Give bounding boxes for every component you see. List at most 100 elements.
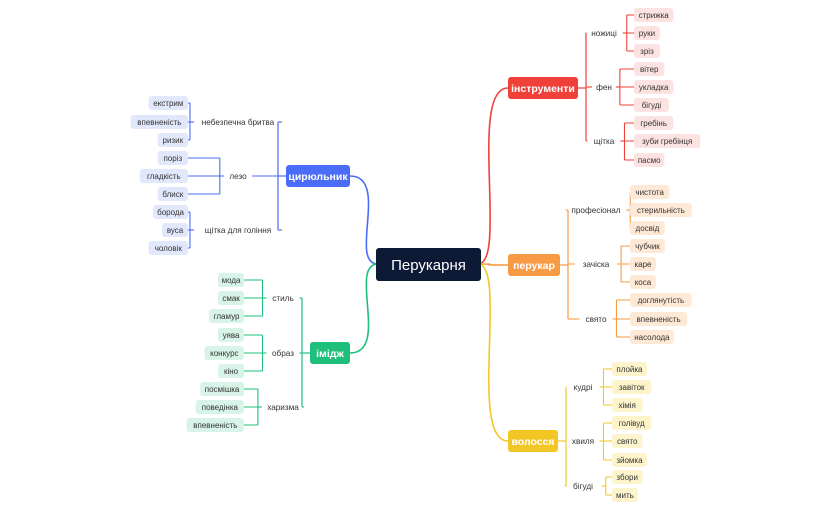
leaf-node-instruments[interactable]: укладка [634,80,674,94]
leaf-node-instruments[interactable]: руки [634,26,660,40]
leaf-node-barber-label: блиск [162,190,183,199]
leaf-node-hairdresser[interactable]: доглянутість [630,293,692,307]
leaf-node-hair[interactable]: збори [612,470,643,484]
leaf-node-barber[interactable]: гладкість [139,169,188,183]
branch-label: інструменти [511,83,575,95]
leaf-node-hair[interactable]: хімія [612,398,643,412]
leaf-node-image[interactable]: конкурс [204,346,244,360]
leaf-node-image[interactable]: поведінка [195,400,244,414]
branch-label: волосся [511,436,554,448]
leaf-node-instruments[interactable]: зріз [634,44,660,58]
leaf-node-barber-label: ризик [163,136,184,145]
leaf-node-hairdresser-label: чистота [635,188,664,197]
sub-node-hairdresser-1[interactable]: зачіска [583,260,610,269]
leaf-node-hair[interactable]: мить [612,488,638,502]
leaf-node-hairdresser[interactable]: досвід [630,221,665,235]
leaf-node-hair-label: завіток [619,383,645,392]
sub-node-hair-2[interactable]: бігуді [573,482,593,491]
leaf-node-instruments-label: руки [639,29,655,38]
leaf-node-barber[interactable]: поріз [157,151,188,165]
sub-node-image-2[interactable]: харизма [267,403,299,412]
leaf-node-barber-label: екстрим [153,99,183,108]
leaf-node-hair[interactable]: голівуд [612,416,652,430]
leaf-node-barber[interactable]: впевненість [130,115,188,129]
leaf-node-hairdresser-label: каре [634,260,652,269]
leaf-node-hairdresser-label: досвід [636,224,660,233]
leaf-node-image-label: впевненість [193,421,237,430]
leaf-node-hairdresser-label: чубчик [635,242,660,251]
sub-node-hair-0[interactable]: кудрі [574,383,593,392]
leaf-node-image-label: уява [223,331,240,340]
leaf-node-image[interactable]: посмішка [200,382,244,396]
leaf-node-barber[interactable]: борода [153,205,188,219]
sub-node-barber-1[interactable]: лезо [229,172,247,181]
leaf-node-barber-label: гладкість [147,172,181,181]
leaf-node-instruments[interactable]: бігуді [634,98,669,112]
sub-node-image-0[interactable]: стиль [272,294,293,303]
leaf-node-image[interactable]: смак [218,291,244,305]
branch-node-barber[interactable]: цирюльник [286,165,350,187]
leaf-node-hair[interactable]: завіток [612,380,652,394]
leaf-node-instruments-label: стрижка [639,11,670,20]
connector-line [477,263,509,442]
connector-line [349,175,379,265]
leaf-node-instruments[interactable]: зуби гребінця [634,134,701,148]
leaf-node-barber[interactable]: блиск [157,187,188,201]
leaf-node-hairdresser[interactable]: каре [630,257,656,271]
leaf-node-barber-label: борода [157,208,184,217]
leaf-node-barber[interactable]: вуса [162,223,188,237]
sub-node-hairdresser-0[interactable]: професіонал [571,206,620,215]
leaf-node-image-label: кіно [224,367,239,376]
leaf-node-image[interactable]: уява [218,328,244,342]
leaf-node-hairdresser[interactable]: стерильність [630,203,692,217]
leaf-node-image[interactable]: впевненість [186,418,244,432]
leaf-node-image-label: посмішка [205,385,240,394]
connector-line [477,263,509,266]
sub-node-instruments-2[interactable]: щітка [594,137,615,146]
leaf-node-hair[interactable]: плойка [612,362,647,376]
leaf-node-instruments[interactable]: вітер [634,62,665,76]
sub-node-hair-1[interactable]: хвиля [572,437,594,446]
leaf-node-hairdresser[interactable]: впевненість [630,312,688,326]
leaf-node-instruments[interactable]: стрижка [634,8,674,22]
leaf-node-hair-label: зйомка [616,456,643,465]
branch-node-hair[interactable]: волосся [508,430,558,452]
leaf-node-image-label: смак [222,294,240,303]
branch-node-hairdresser[interactable]: перукар [508,254,560,276]
leaf-node-hair-label: плойка [616,365,643,374]
leaf-node-image[interactable]: мода [218,273,244,287]
leaf-node-instruments[interactable]: пасмо [634,153,665,167]
connector-line [477,87,509,265]
sub-node-barber-2[interactable]: щітка для гоління [205,226,271,235]
leaf-node-hair[interactable]: зйомка [612,453,647,467]
central-topic-label: Перукарня [391,257,466,274]
leaf-node-hairdresser[interactable]: чубчик [630,239,665,253]
leaf-node-instruments[interactable]: гребінь [634,116,674,130]
central-topic-node[interactable]: Перукарня [376,248,481,281]
leaf-node-barber[interactable]: екстрим [148,96,188,110]
sub-node-hairdresser-2[interactable]: свято [586,315,607,324]
sub-node-instruments-0[interactable]: ножиці [591,29,617,38]
leaf-node-hairdresser[interactable]: коса [630,275,656,289]
sub-node-image-1[interactable]: образ [272,349,294,358]
leaf-node-image-label: гламур [214,312,240,321]
leaf-node-barber[interactable]: ризик [157,133,188,147]
leaf-node-instruments-label: гребінь [640,119,667,128]
leaf-node-image[interactable]: кіно [218,364,244,378]
leaf-node-image[interactable]: гламур [209,309,244,323]
leaf-node-hair-label: свято [617,437,638,446]
leaf-node-hair[interactable]: свято [612,434,643,448]
leaf-node-barber[interactable]: чоловік [148,241,188,255]
branch-node-instruments[interactable]: інструменти [508,77,578,99]
leaf-node-instruments-label: зуби гребінця [642,137,692,146]
leaf-node-hairdresser[interactable]: насолода [630,330,674,344]
branch-label: цирюльник [288,171,348,183]
leaf-node-instruments-label: пасмо [638,156,661,165]
leaf-node-hair-label: мить [616,491,634,500]
branch-node-image[interactable]: імідж [310,342,350,364]
sub-node-barber-0[interactable]: небезпечна бритва [202,118,275,127]
leaf-node-image-label: конкурс [210,349,238,358]
sub-node-instruments-1[interactable]: фен [596,83,612,92]
leaf-node-hairdresser[interactable]: чистота [630,185,670,199]
